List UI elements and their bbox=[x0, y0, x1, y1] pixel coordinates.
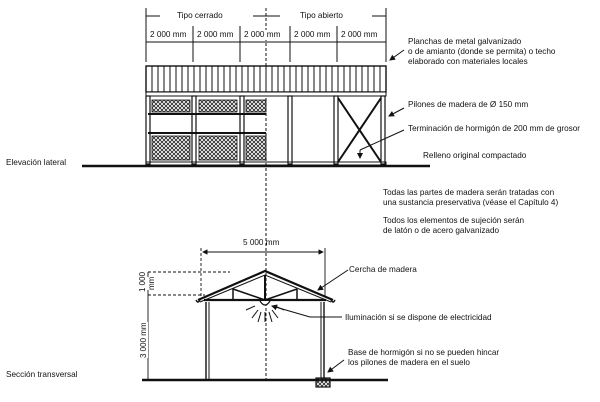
section-title: Sección transversal bbox=[6, 370, 78, 379]
callout-posts: Pilones de madera de Ø 150 mm bbox=[408, 100, 529, 109]
note-wood-line2: una sustancia preservativa (véase el Cap… bbox=[383, 198, 559, 207]
section-width-dimension: 5 000 mm bbox=[243, 238, 280, 247]
section-leaders bbox=[271, 269, 349, 373]
concrete-base bbox=[315, 377, 331, 388]
callout-concrete-finish: Terminación de hormigón de 200 mm de gro… bbox=[408, 124, 581, 133]
callout-lighting: Iluminación si se dispone de electricida… bbox=[345, 313, 492, 322]
light-fixture-icon bbox=[245, 300, 285, 323]
callout-base-line2: los pilones de madera en el suelo bbox=[348, 358, 470, 367]
callout-truss: Cercha de madera bbox=[349, 265, 417, 274]
callout-roof-line2: o de amianto (donde se permita) o techo bbox=[408, 47, 556, 56]
section-roof-height-unit: mm bbox=[147, 276, 156, 290]
dimension-label: 2 000 mm bbox=[149, 30, 188, 40]
dimension-label: 2 000 mm bbox=[243, 30, 282, 40]
elevation-dimension-lines bbox=[145, 8, 387, 380]
section-dimension-lines bbox=[147, 248, 326, 380]
note-fasteners-line1: Todos los elementos de sujeción serán bbox=[383, 216, 525, 225]
note-fasteners-line2: de latón o de acero galvanizado bbox=[383, 226, 500, 235]
section-walls bbox=[205, 302, 325, 380]
elevation-leaders bbox=[357, 49, 405, 159]
roof-height-unit: mm bbox=[147, 276, 156, 290]
callout-compacted-fill: Relleno original compactado bbox=[423, 151, 527, 160]
dimension-label: 2 000 mm bbox=[340, 30, 379, 40]
elevation-walls bbox=[145, 95, 387, 166]
dimension-label: 2 000 mm bbox=[196, 30, 235, 40]
type-open-label: Tipo abierto bbox=[299, 11, 344, 21]
callout-roof-line3: elaborado con materiales locales bbox=[408, 57, 528, 66]
dimension-label: 2 000 mm bbox=[293, 30, 332, 40]
type-closed-label: Tipo cerrado bbox=[176, 11, 224, 21]
roof-height-value: 1 000 bbox=[138, 271, 147, 292]
elevation-title: Elevación lateral bbox=[6, 158, 67, 167]
callout-base-line1: Base de hormigón si no se pueden hincar bbox=[348, 348, 500, 357]
elevation-roof bbox=[145, 65, 387, 97]
callout-roof-line1: Planchas de metal galvanizado bbox=[408, 37, 522, 46]
section-wall-height-dimension: 3 000 mm bbox=[139, 322, 148, 358]
note-wood-line1: Todas las partes de madera serán tratada… bbox=[383, 188, 555, 197]
section-roof-height-dimension: 1 000 bbox=[138, 271, 147, 292]
section-truss bbox=[195, 269, 336, 303]
